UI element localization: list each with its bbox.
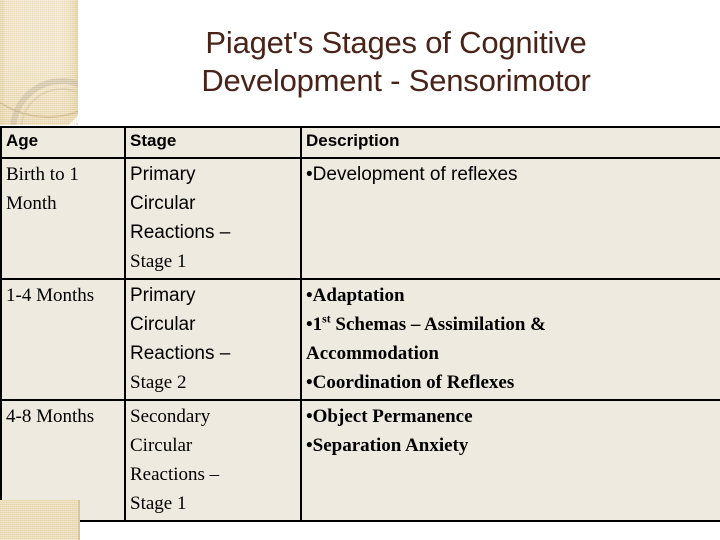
column-header-description: Description (300, 126, 720, 159)
stage-line: Reactions – (130, 464, 220, 485)
description-bullet: •Separation Anxiety (306, 435, 469, 456)
sup-prefix: •1 (306, 314, 323, 335)
column-header-age: Age (0, 126, 126, 159)
stage-line: Primary (130, 164, 196, 185)
description-bullet: •Development of reflexes (306, 164, 518, 185)
description-bullet-superscript: •1st Schemas – Assimilation & (306, 310, 716, 339)
decorative-footer-block (0, 500, 80, 540)
table-row: 1-4 Months Primary Circular Reactions – … (0, 278, 720, 401)
age-line: Birth to 1 (6, 164, 79, 185)
stage-line: Secondary (130, 406, 211, 427)
cell-stage: Primary Circular Reactions – Stage 1 (124, 157, 302, 280)
stage-line: Primary (130, 285, 196, 306)
age-line: 1-4 Months (6, 285, 95, 306)
cell-description: •Adaptation •1st Schemas – Assimilation … (300, 278, 720, 401)
decorative-left-band (0, 0, 78, 125)
cell-age: 1-4 Months (0, 278, 126, 401)
stage-line: Circular (130, 193, 196, 214)
sup-ordinal: st (322, 312, 331, 326)
stage-line: Reactions – (130, 222, 231, 243)
slide-title-line-2: Development - Sensorimotor (201, 63, 591, 98)
cell-age: Birth to 1 Month (0, 157, 126, 280)
stage-line: Circular (130, 435, 193, 456)
age-line: 4-8 Months (6, 406, 95, 427)
sup-suffix: Schemas – Assimilation & (330, 314, 547, 335)
stage-line: Reactions – (130, 343, 231, 364)
column-header-stage: Stage (124, 126, 302, 159)
cell-stage: Secondary Circular Reactions – Stage 1 (124, 399, 302, 522)
stage-line: Stage 1 (130, 251, 187, 272)
stage-line: Circular (130, 314, 196, 335)
description-bullet: •Object Permanence (306, 406, 473, 427)
age-line: Month (6, 193, 57, 214)
cell-description: •Development of reflexes (300, 157, 720, 280)
table-row: Birth to 1 Month Primary Circular Reacti… (0, 157, 720, 280)
table-row: 4-8 Months Secondary Circular Reactions … (0, 399, 720, 522)
piaget-stages-table: Age Stage Description Birth to 1 Month P… (0, 126, 720, 522)
cell-stage: Primary Circular Reactions – Stage 2 (124, 278, 302, 401)
stage-line: Stage 2 (130, 372, 187, 393)
stage-line: Stage 1 (130, 493, 187, 514)
slide-title: Piaget's Stages of Cognitive Development… (96, 24, 696, 100)
cell-description: •Object Permanence •Separation Anxiety (300, 399, 720, 522)
description-bullet: •Coordination of Reflexes (306, 372, 515, 393)
slide-title-line-1: Piaget's Stages of Cognitive (205, 25, 587, 60)
description-continuation: Accommodation (306, 343, 439, 364)
table-header-row: Age Stage Description (0, 126, 720, 159)
description-bullet: •Adaptation (306, 285, 405, 306)
